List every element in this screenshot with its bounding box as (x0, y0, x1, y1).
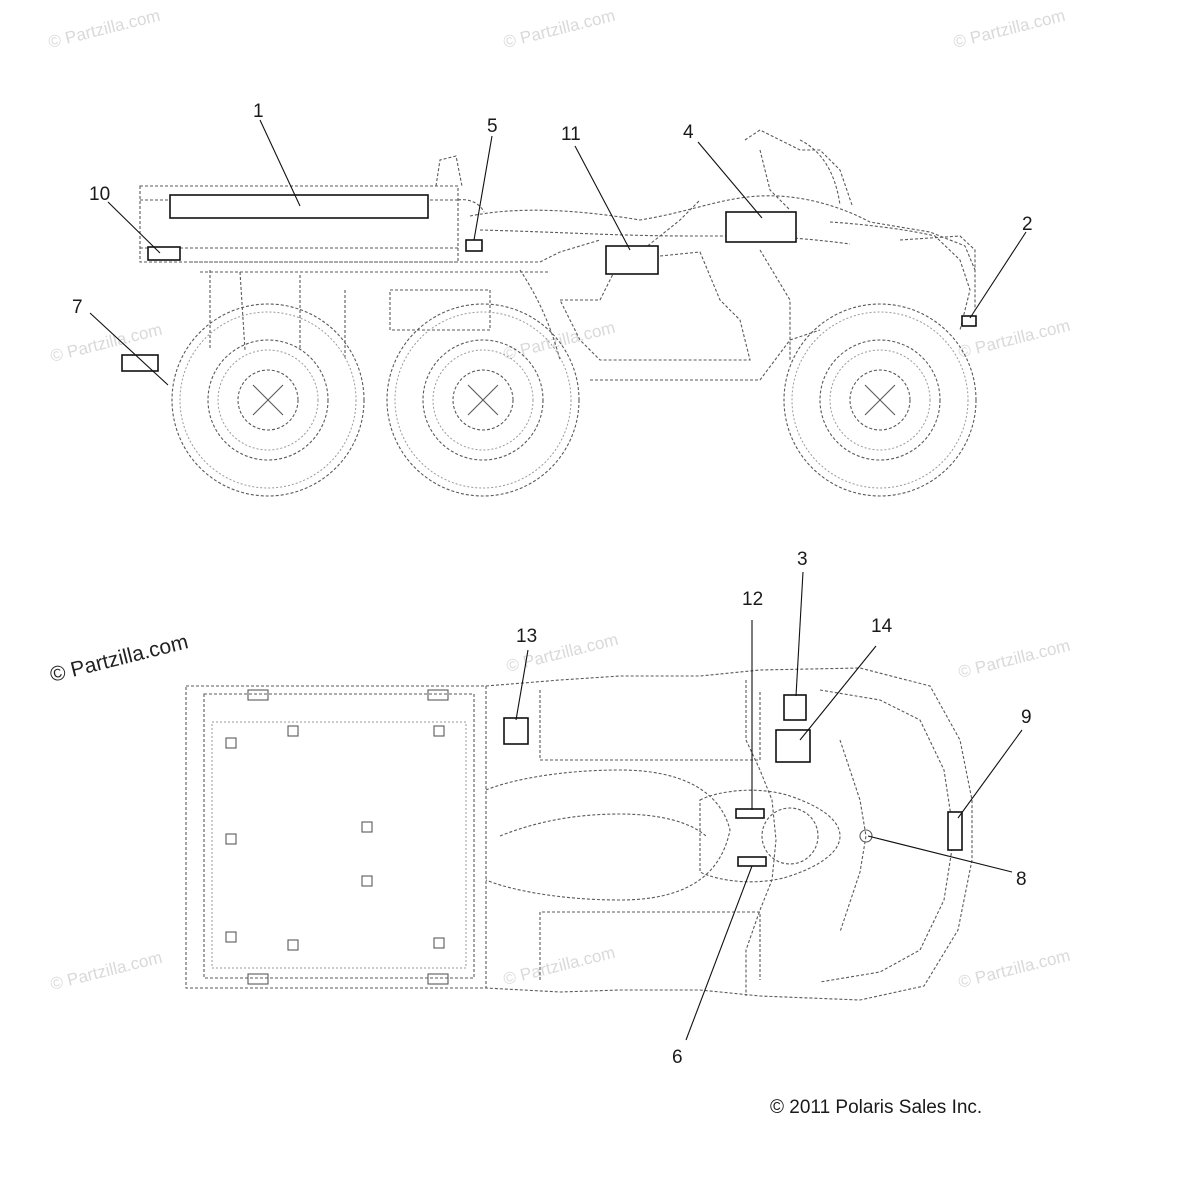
callout-12: 12 (742, 589, 763, 610)
decal-1 (169, 194, 429, 219)
callout-9: 9 (1021, 707, 1032, 728)
top-view-decals (503, 694, 963, 867)
side-view-callouts: 1 5 11 4 10 7 2 (72, 101, 1033, 318)
watermark: © Partzilla.com (956, 636, 1072, 682)
watermark: © Partzilla.com (501, 943, 617, 989)
decal-5 (465, 239, 483, 252)
side-view-vehicle (139, 129, 977, 497)
callout-14: 14 (871, 616, 893, 637)
top-view-vehicle (185, 667, 973, 1001)
watermark: © Partzilla.com (48, 948, 164, 994)
watermark: © Partzilla.com (501, 6, 617, 52)
callout-4: 4 (683, 122, 694, 143)
callout-10: 10 (89, 184, 110, 205)
side-view-decals (121, 194, 977, 372)
watermark: © Partzilla.com (956, 946, 1072, 992)
watermark: © Partzilla.com (951, 6, 1067, 52)
side-view-leaders (89, 119, 1027, 386)
decal-10 (147, 246, 181, 261)
callout-5: 5 (487, 116, 498, 137)
decal-12 (735, 808, 765, 819)
top-view-leaders (515, 571, 1023, 1041)
watermark: © Partzilla.com (46, 6, 162, 52)
rear-wheel-2 (386, 303, 580, 497)
callout-6: 6 (672, 1047, 683, 1068)
copyright-text: © 2011 Polaris Sales Inc. (770, 1097, 982, 1118)
decal-11 (605, 245, 659, 275)
cargo-bed-top (185, 685, 487, 989)
front-wheel (783, 303, 977, 497)
partzilla-logo-text: © Partzilla.com (48, 630, 191, 687)
decal-7 (121, 354, 159, 372)
cargo-bed-side (139, 185, 459, 263)
decal-2 (961, 315, 977, 327)
decal-3 (783, 694, 807, 721)
callout-11: 11 (561, 124, 581, 145)
decal-13 (503, 717, 529, 745)
callout-7: 7 (72, 297, 83, 318)
decal-6 (737, 856, 767, 867)
callout-13: 13 (516, 626, 537, 647)
decal-9 (947, 811, 963, 851)
callout-3: 3 (797, 549, 808, 570)
top-view-callouts: 3 12 13 14 9 8 6 (516, 549, 1032, 1068)
callout-8: 8 (1016, 869, 1027, 890)
rear-wheel-1 (171, 303, 365, 497)
watermarks: © Partzilla.com © Partzilla.com © Partzi… (46, 6, 1072, 994)
callout-2: 2 (1022, 214, 1033, 235)
callout-1: 1 (253, 101, 264, 122)
